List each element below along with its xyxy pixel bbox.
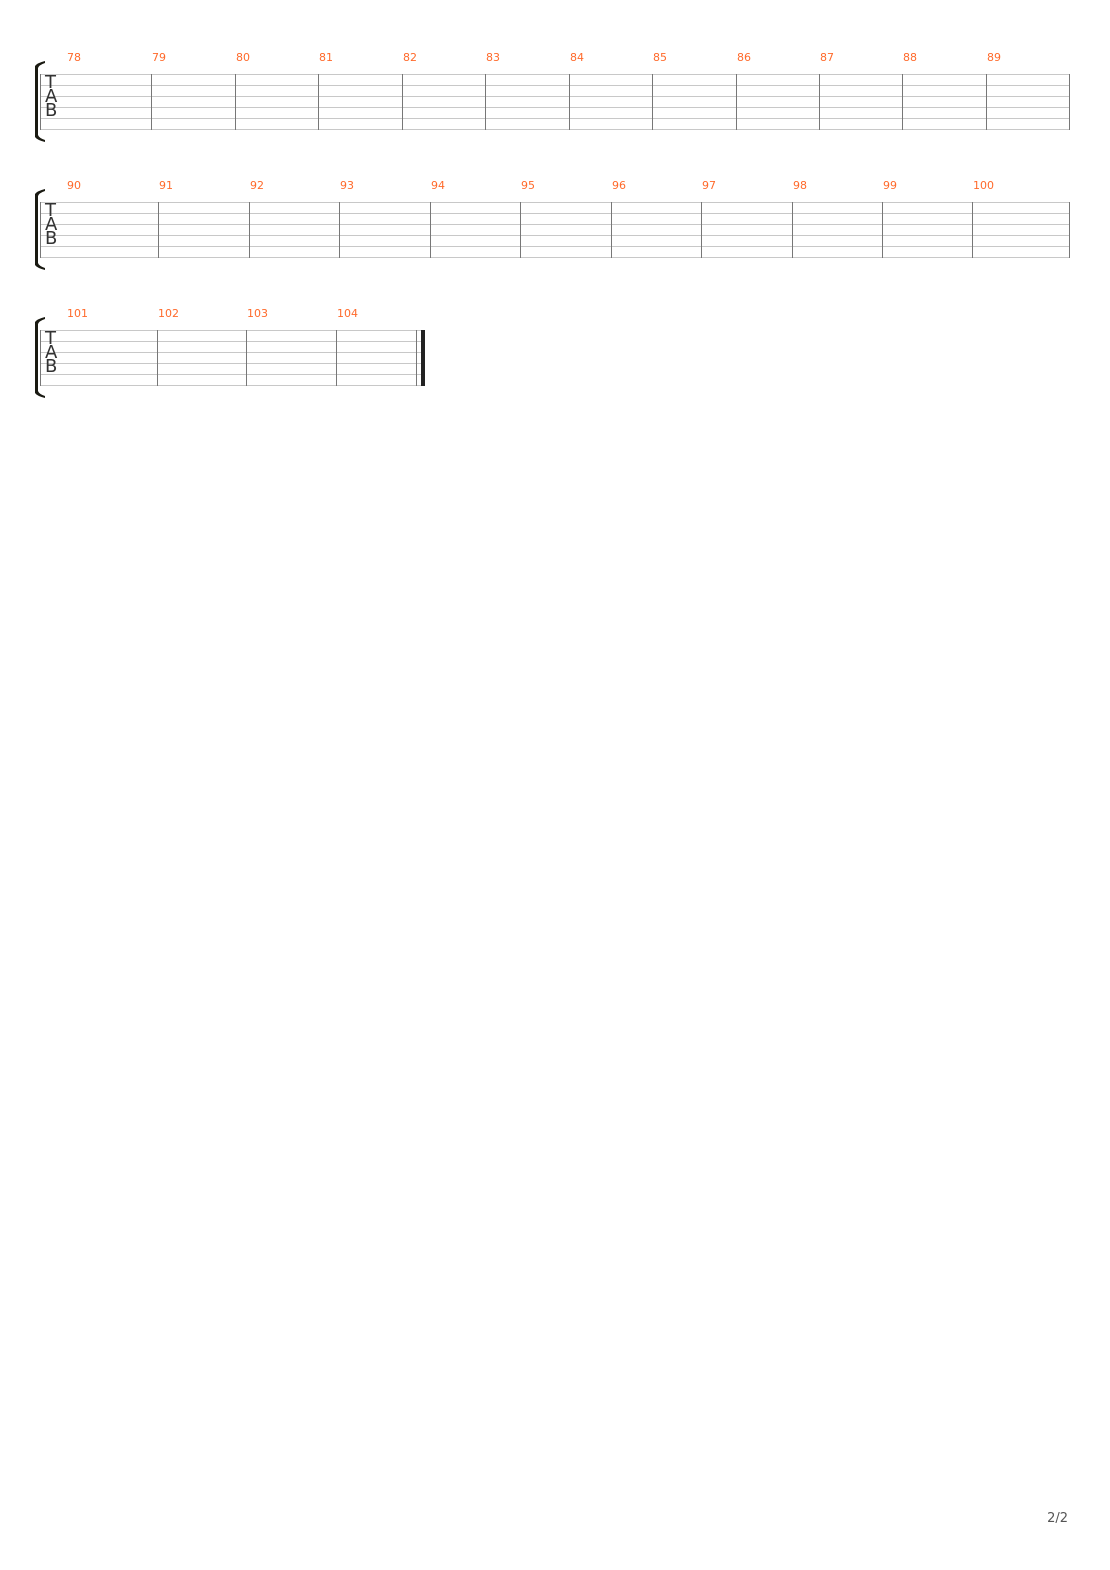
- measure-number: 83: [486, 51, 500, 64]
- measure-number: 79: [152, 51, 166, 64]
- page-number: 2/2: [1047, 1511, 1068, 1526]
- tab-clef-letter: T: [45, 200, 56, 221]
- measure-number: 93: [340, 179, 354, 192]
- measure-number: 81: [319, 51, 333, 64]
- measure-number: 86: [737, 51, 751, 64]
- staff-line: [40, 129, 1069, 130]
- measure-number: 91: [159, 179, 173, 192]
- barline: [157, 330, 158, 386]
- opening-barline: [40, 74, 41, 130]
- tab-clef-letter: A: [45, 86, 58, 107]
- barline: [151, 74, 152, 130]
- barline: [902, 74, 903, 130]
- measure-number: 103: [247, 307, 268, 320]
- staff-line: [40, 341, 425, 342]
- tab-clef-letter: B: [45, 100, 58, 121]
- barline: [701, 202, 702, 258]
- staff-line: [40, 374, 425, 375]
- barline: [402, 74, 403, 130]
- system-bracket: [35, 189, 45, 270]
- staff-line: [40, 96, 1069, 97]
- measure-number: 82: [403, 51, 417, 64]
- measure-number: 84: [570, 51, 584, 64]
- tab-clef-letter: B: [45, 356, 58, 377]
- barline: [249, 202, 250, 258]
- barline: [972, 202, 973, 258]
- barline: [430, 202, 431, 258]
- opening-barline: [40, 202, 41, 258]
- measure-number: 97: [702, 179, 716, 192]
- barline: [318, 74, 319, 130]
- staff-line: [40, 363, 425, 364]
- measure-number: 98: [793, 179, 807, 192]
- measure-number: 92: [250, 179, 264, 192]
- barline: [158, 202, 159, 258]
- measure-number: 104: [337, 307, 358, 320]
- measure-number: 85: [653, 51, 667, 64]
- measure-number: 89: [987, 51, 1001, 64]
- opening-barline: [40, 330, 41, 386]
- barline: [520, 202, 521, 258]
- measure-number: 100: [973, 179, 994, 192]
- measure-number: 101: [67, 307, 88, 320]
- staff-line: [40, 224, 1069, 225]
- barline: [336, 330, 337, 386]
- measure-number: 102: [158, 307, 179, 320]
- final-barline: [421, 330, 425, 386]
- barline: [1069, 74, 1070, 130]
- measure-number: 80: [236, 51, 250, 64]
- barline: [792, 202, 793, 258]
- tab-clef-letter: T: [45, 328, 56, 349]
- measure-number: 96: [612, 179, 626, 192]
- tab-clef-letter: T: [45, 72, 56, 93]
- barline: [611, 202, 612, 258]
- tab-clef-letter: A: [45, 214, 58, 235]
- staff-line: [40, 202, 1069, 203]
- staff-line: [40, 107, 1069, 108]
- barline: [485, 74, 486, 130]
- measure-number: 99: [883, 179, 897, 192]
- tab-clef-letter: B: [45, 228, 58, 249]
- staff-line: [40, 74, 1069, 75]
- measure-number: 78: [67, 51, 81, 64]
- barline: [235, 74, 236, 130]
- system-bracket: [35, 317, 45, 398]
- staff-line: [40, 118, 1069, 119]
- staff-line: [40, 235, 1069, 236]
- measure-number: 88: [903, 51, 917, 64]
- barline: [246, 330, 247, 386]
- measure-number: 87: [820, 51, 834, 64]
- barline: [882, 202, 883, 258]
- staff-line: [40, 213, 1069, 214]
- measure-number: 95: [521, 179, 535, 192]
- barline: [819, 74, 820, 130]
- staff-line: [40, 352, 425, 353]
- measure-number: 94: [431, 179, 445, 192]
- barline: [416, 330, 417, 386]
- staff-line: [40, 330, 425, 331]
- barline: [652, 74, 653, 130]
- tab-clef-letter: A: [45, 342, 58, 363]
- barline: [986, 74, 987, 130]
- barline: [569, 74, 570, 130]
- system-bracket: [35, 61, 45, 142]
- barline: [339, 202, 340, 258]
- barline: [1069, 202, 1070, 258]
- measure-number: 90: [67, 179, 81, 192]
- staff-line: [40, 246, 1069, 247]
- barline: [736, 74, 737, 130]
- staff-line: [40, 257, 1069, 258]
- staff-line: [40, 385, 425, 386]
- staff-line: [40, 85, 1069, 86]
